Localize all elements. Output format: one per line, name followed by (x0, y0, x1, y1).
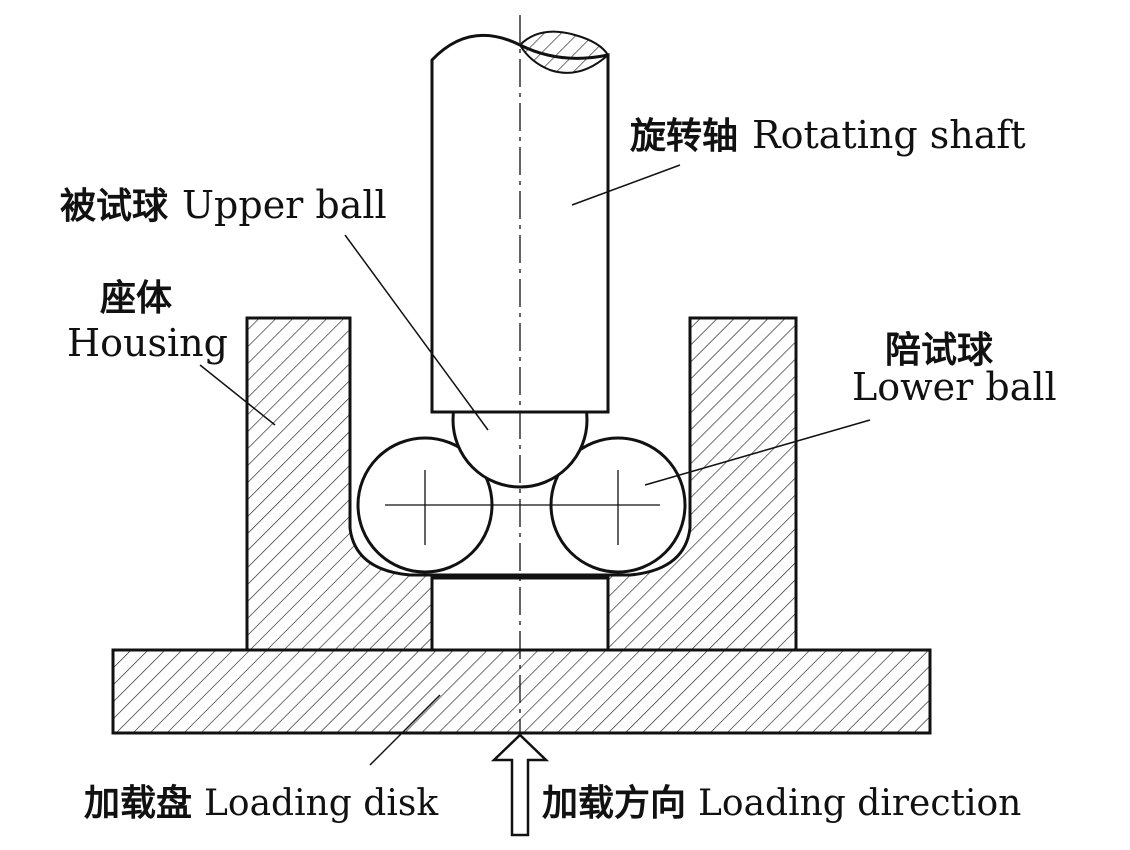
housing (245, 316, 798, 652)
lower-ball-label-en: Lower ball (852, 365, 1057, 409)
upper-ball-label: 被试球 Upper ball (60, 183, 387, 227)
housing-label-cn: 座体 (100, 278, 172, 319)
leader-lines (199, 164, 871, 766)
lower-ball-label-cn: 陪试球 (885, 330, 994, 371)
shaft-break-hatch (518, 30, 610, 74)
loading-direction-label: 加载方向 Loading direction (542, 783, 1021, 824)
crosshairs (385, 470, 660, 545)
rotating-shaft (430, 33, 610, 414)
rotating-shaft-label: 旋转轴 Rotating shaft (630, 113, 1026, 157)
loading-disk-label: 加载盘 Loading disk (84, 782, 439, 824)
loading-arrow (490, 733, 550, 837)
housing-label-en: Housing (67, 321, 228, 365)
loading-disk (111, 648, 932, 735)
